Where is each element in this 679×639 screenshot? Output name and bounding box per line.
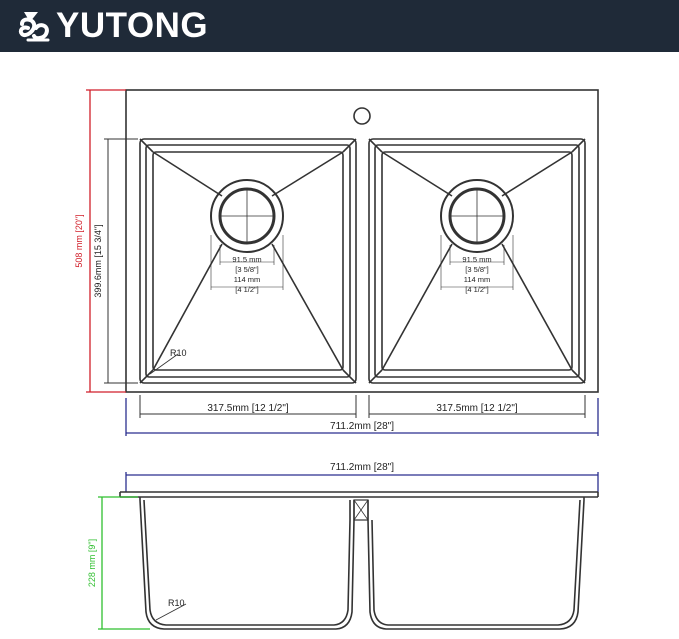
- overall-width-dimension-side: [125, 472, 599, 492]
- brand-logo: YUTONG: [18, 8, 208, 44]
- drain-outer-mm: 114 mm: [234, 275, 261, 284]
- depth-label: 228 mm [9"]: [87, 539, 97, 587]
- overall-width-label-top: 711.2mm [28"]: [330, 421, 394, 432]
- top-view: [125, 89, 599, 393]
- drain-inner-in: [3 5/8"]: [465, 265, 489, 274]
- overall-width-label-side: 711.2mm [28"]: [330, 462, 394, 473]
- overall-width-dimension-top: [125, 398, 599, 436]
- faucet-hole: [353, 107, 371, 125]
- left-bowl: [139, 138, 357, 384]
- yutong-logo-icon: [18, 12, 50, 42]
- right-bowl-width-label: 317.5mm [12 1/2"]: [436, 403, 518, 414]
- left-bowl-width-label: 317.5mm [12 1/2"]: [207, 403, 289, 414]
- right-drain-labels: 91.5 mm [3 5/8"] 114 mm [4 1/2"]: [462, 255, 491, 294]
- right-bowl: [368, 138, 586, 384]
- overall-height-dimension: [86, 89, 126, 393]
- radius-leader-side: [155, 603, 187, 621]
- bowl-width-dimensions: [139, 395, 586, 418]
- drain-inner-mm: 91.5 mm: [232, 255, 261, 264]
- drain-outer-in: [4 1/2"]: [235, 285, 259, 294]
- radius-label: R10: [170, 348, 187, 358]
- bowl-height-dimension: [104, 138, 138, 384]
- right-drain: [440, 179, 514, 253]
- brand-name: YUTONG: [56, 6, 209, 45]
- left-drain: [210, 179, 284, 253]
- side-view: [119, 491, 599, 630]
- drain-outer-mm: 114 mm: [464, 275, 491, 284]
- drain-outer-in: [4 1/2"]: [465, 285, 489, 294]
- radius-label-side: R10: [168, 598, 185, 608]
- header-bar: YUTONG: [0, 0, 679, 52]
- left-drain-labels: 91.5 mm [3 5/8"] 114 mm [4 1/2"]: [232, 255, 261, 294]
- overall-height-label: 508 mm [20"]: [74, 214, 84, 267]
- bowl-height-label: 399.6mm [15 3/4"]: [93, 224, 103, 297]
- sink-drawing: 91.5 mm [3 5/8"] 114 mm [4 1/2"] 91.5 mm…: [74, 89, 599, 630]
- radius-leader: [149, 353, 179, 375]
- sink-outline: [125, 89, 599, 393]
- depth-dimension: [98, 496, 150, 630]
- drain-inner-in: [3 5/8"]: [235, 265, 259, 274]
- drain-inner-mm: 91.5 mm: [462, 255, 491, 264]
